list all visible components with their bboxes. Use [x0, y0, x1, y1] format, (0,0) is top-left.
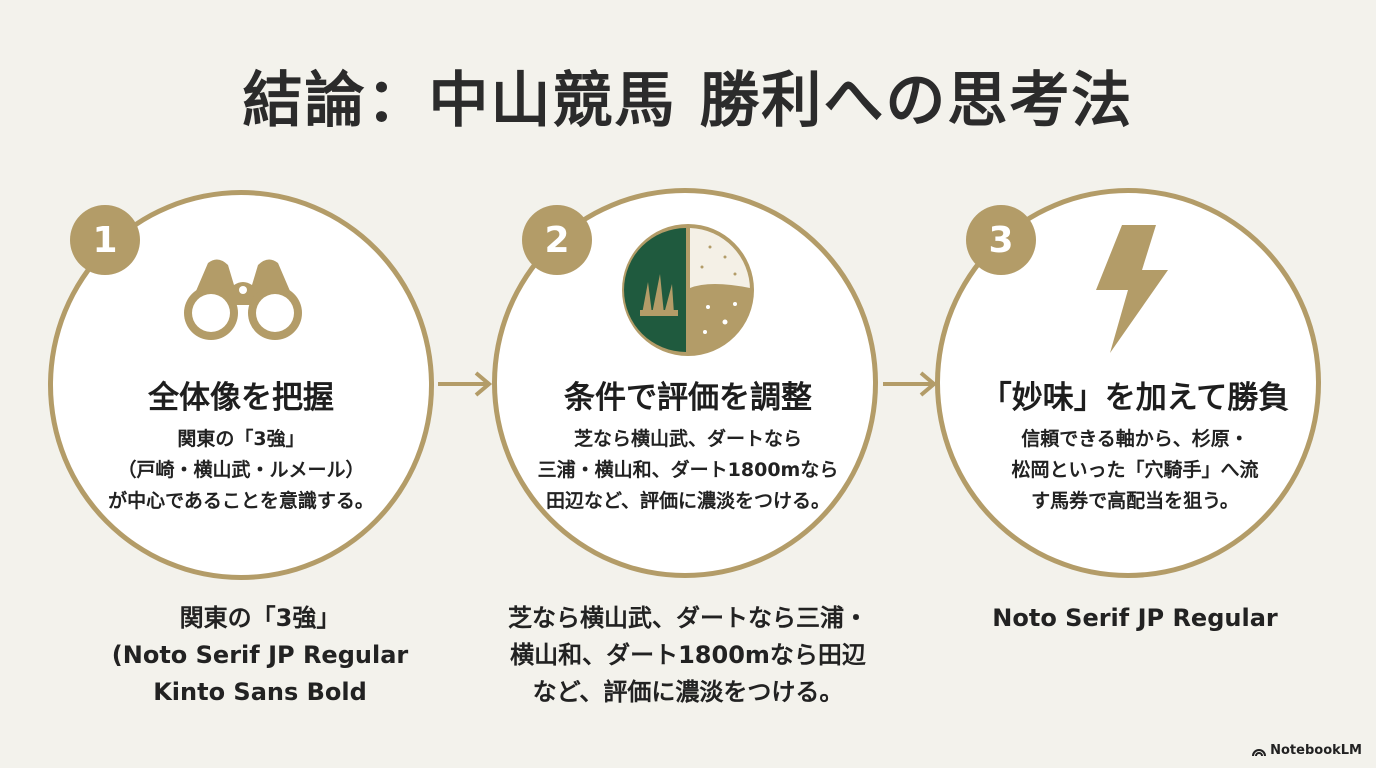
body-line: が中心であることを意識する。	[108, 490, 374, 512]
body-line: 松岡といった「穴騎手」へ流	[1011, 459, 1259, 481]
step-1-heading: 全体像を把握	[148, 380, 334, 416]
step-2-body: 芝なら横山武、ダートなら 三浦・横山和、ダート1800mなら 田辺など、評価に濃…	[488, 424, 888, 517]
step-1-body: 関東の「3強」 （戸崎・横山武・ルメール） が中心であることを意識する。	[41, 424, 441, 517]
binoculars-icon	[184, 259, 302, 340]
caption-line: Noto Serif JP Regular	[992, 604, 1278, 632]
arrow-right-icon	[883, 371, 938, 397]
caption-line: 横山和、ダート1800mなら田辺	[510, 641, 866, 669]
notebooklm-brand: NotebookLM	[1252, 743, 1362, 758]
step-3-badge: 3	[966, 205, 1036, 275]
step-2-badge: 2	[522, 205, 592, 275]
step-3-heading: 「妙味」を加えて勝負	[980, 380, 1290, 416]
step-3-caption: Noto Serif JP Regular	[915, 600, 1355, 637]
body-line: す馬券で高配当を狙う。	[1031, 490, 1239, 512]
page-title: 結論：中山競馬 勝利への思考法	[242, 66, 1134, 136]
notebooklm-logo-icon	[1252, 748, 1267, 756]
caption-line: 芝なら横山武、ダートなら三浦・	[508, 604, 868, 632]
step-1-badge: 1	[70, 205, 140, 275]
lightning-icon	[1096, 225, 1168, 353]
arrow-right-icon	[438, 371, 493, 397]
step-1-caption: 関東の「3強」 (Noto Serif JP Regular Kinto San…	[40, 600, 480, 711]
body-line: 田辺など、評価に濃淡をつける。	[545, 490, 831, 512]
caption-line: (Noto Serif JP Regular	[111, 641, 409, 669]
body-line: 関東の「3強」	[177, 428, 305, 450]
step-3-body: 信頼できる軸から、杉原・ 松岡といった「穴騎手」へ流 す馬券で高配当を狙う。	[935, 424, 1335, 517]
body-line: （戸崎・横山武・ルメール）	[117, 459, 365, 481]
caption-line: 関東の「3強」	[179, 604, 341, 632]
step-2-caption: 芝なら横山武、ダートなら三浦・ 横山和、ダート1800mなら田辺 など、評価に濃…	[468, 600, 908, 711]
brand-label: NotebookLM	[1270, 743, 1362, 758]
body-line: 信頼できる軸から、杉原・	[1021, 428, 1249, 450]
body-line: 三浦・横山和、ダート1800mなら	[537, 459, 839, 481]
step-2-heading: 条件で評価を調整	[564, 380, 812, 416]
body-line: 芝なら横山武、ダートなら	[573, 428, 802, 450]
turf-dirt-icon	[622, 224, 754, 356]
caption-line: など、評価に濃淡をつける。	[532, 678, 844, 706]
caption-line: Kinto Sans Bold	[153, 678, 367, 706]
